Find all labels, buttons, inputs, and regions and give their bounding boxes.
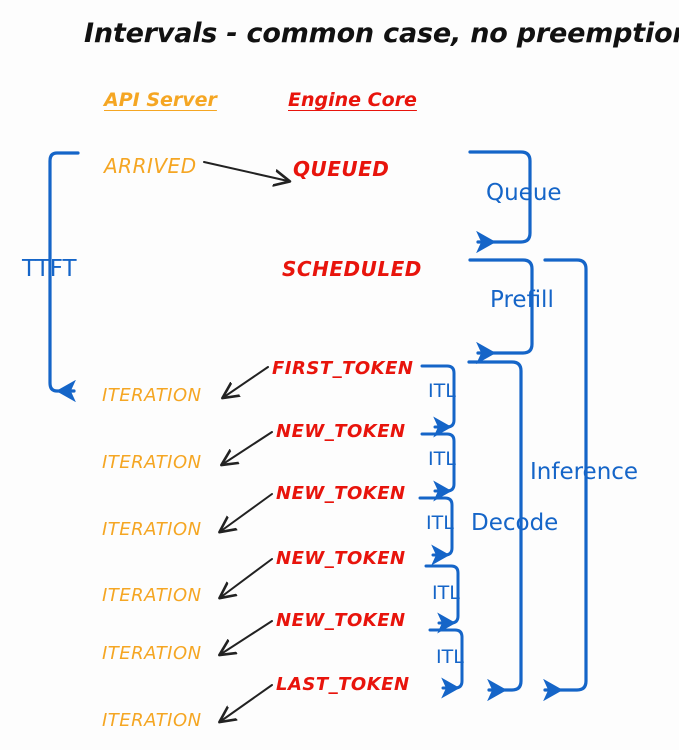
column-header-api-server: API Server [104,89,217,111]
engine-event-new-token-1: NEW_TOKEN [276,421,406,442]
engine-event-queued: QUEUED [293,157,390,181]
arrow-new-token-3-to-iteration [221,558,273,597]
interval-label-queue: Queue [486,180,562,206]
arrow-new-token-2-to-iteration [221,493,273,531]
arrow-new-token-1-to-iteration [223,431,273,464]
engine-event-new-token-3: NEW_TOKEN [276,548,406,569]
api-event-iteration-2: ITERATION [102,452,202,473]
interval-label-itl-3: ITL [426,512,454,534]
engine-event-scheduled: SCHEDULED [282,257,422,281]
interval-label-inference: Inference [530,459,639,485]
engine-event-new-token-4: NEW_TOKEN [276,610,406,631]
column-header-engine-core: Engine Core [288,89,417,111]
interval-label-prefill: Prefill [490,287,554,313]
interval-label-itl-5: ITL [436,646,464,668]
interval-label-itl-2: ITL [428,448,456,470]
arrow-arrived-to-queued [203,161,288,181]
interval-label-decode: Decode [471,510,559,536]
page-title: Intervals - common case, no preemptions [84,18,679,49]
arrow-last-token-to-iteration [221,684,273,721]
arrow-new-token-4-to-iteration [221,620,273,654]
engine-event-new-token-2: NEW_TOKEN [276,483,406,504]
api-event-arrived: ARRIVED [104,154,197,178]
interval-label-ttft: TTFT [22,256,77,282]
arrow-first-token-to-iteration [224,366,269,397]
api-event-iteration-1: ITERATION [102,385,202,406]
api-event-iteration-3: ITERATION [102,519,202,540]
api-event-iteration-6: ITERATION [102,710,202,731]
interval-label-itl-1: ITL [428,380,456,402]
api-event-iteration-5: ITERATION [102,643,202,664]
engine-event-last-token: LAST_TOKEN [276,674,410,695]
interval-label-itl-4: ITL [432,582,460,604]
api-event-iteration-4: ITERATION [102,585,202,606]
engine-event-first-token: FIRST_TOKEN [272,358,414,379]
